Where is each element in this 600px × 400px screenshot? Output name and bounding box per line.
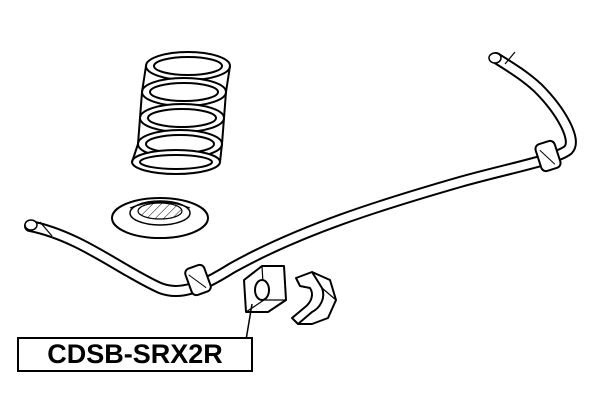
bar-bushing-right (534, 139, 562, 173)
coil-spring (131, 51, 231, 175)
leader-line (245, 303, 253, 341)
bar-end-right (488, 52, 502, 64)
clamp-bracket (291, 271, 337, 325)
replacement-bushing (243, 265, 287, 313)
bar-end-left (24, 219, 38, 231)
spring-seat (111, 197, 209, 239)
stabilizer-bar (24, 51, 577, 298)
part-number-label: CDSB-SRX2R (17, 337, 253, 372)
bar-bushing-left (184, 263, 212, 297)
